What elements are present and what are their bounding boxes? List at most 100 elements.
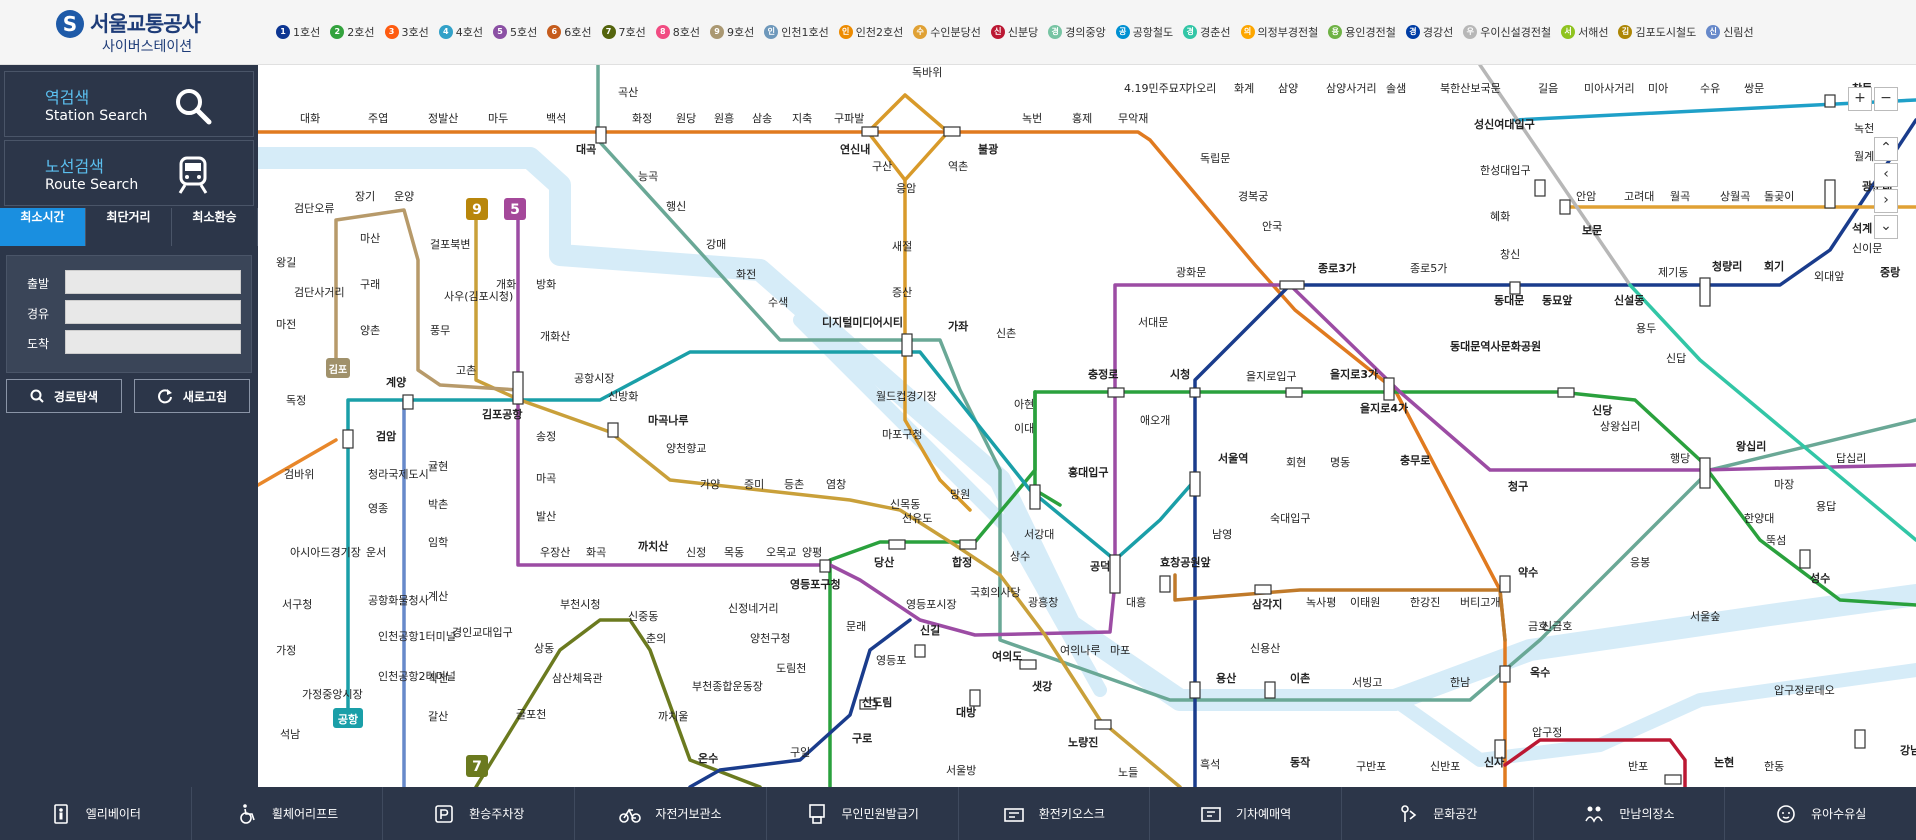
transfer-station-marker[interactable] [1854, 729, 1866, 749]
transfer-station-marker[interactable] [402, 394, 414, 410]
station-label[interactable]: 도림천 [776, 661, 806, 675]
station-label[interactable]: 효창공원앞 [1160, 555, 1211, 569]
transfer-station-marker[interactable] [901, 333, 913, 357]
station-label[interactable]: 종로5가 [1410, 262, 1447, 275]
station-label[interactable]: 박촌 [428, 498, 448, 511]
station-label[interactable]: 오목교 [766, 546, 796, 559]
station-label[interactable]: 신설동 [1614, 293, 1644, 307]
subway-map-canvas[interactable]: 9 5 김포 공항 7 대화주엽정발산마두백석대곡화정원당원흥삼송지축구파발연신… [258, 65, 1916, 787]
station-label[interactable]: 한성대입구 [1480, 164, 1531, 177]
station-label[interactable]: 강매 [706, 238, 726, 251]
station-label[interactable]: 월드컵경기장 [876, 390, 937, 403]
station-label[interactable]: 문래 [846, 620, 866, 633]
station-label[interactable]: 영종 [368, 502, 388, 515]
footer-item-elevator[interactable]: 엘리베이터 [0, 787, 192, 840]
station-label[interactable]: 무악재 [1118, 112, 1148, 125]
station-label[interactable]: 구산 [872, 160, 892, 173]
station-label[interactable]: 굴포천 [516, 707, 546, 721]
station-label[interactable]: 지축 [792, 112, 812, 125]
station-label[interactable]: 계산 [428, 590, 448, 603]
station-label[interactable]: 흑석 [1200, 757, 1220, 771]
station-label[interactable]: 청구 [1508, 479, 1528, 493]
station-label[interactable]: 장기 [355, 190, 375, 203]
station-label[interactable]: 고촌 [456, 364, 476, 377]
station-label[interactable]: 돌곶이 [1764, 190, 1794, 203]
station-label[interactable]: 녹번 [1022, 112, 1042, 125]
station-label[interactable]: 신사 [1484, 755, 1505, 769]
station-label[interactable]: 양천향교 [666, 441, 706, 455]
depart-input[interactable] [65, 270, 241, 294]
refresh-button[interactable]: 새로고침 [134, 379, 250, 413]
footer-item-bicycle[interactable]: 자전거보관소 [575, 787, 767, 840]
transfer-station-marker[interactable] [1499, 575, 1511, 593]
station-label[interactable]: 신이문 [1852, 242, 1882, 255]
station-label[interactable]: 왕십리 [1736, 439, 1766, 453]
station-label[interactable]: 중랑 [1880, 266, 1900, 279]
station-label[interactable]: 부천시청 [560, 597, 600, 611]
station-label[interactable]: 신금호 [1542, 620, 1572, 633]
station-label[interactable]: 용두 [1636, 322, 1656, 335]
station-label[interactable]: 경복궁 [1238, 190, 1268, 203]
station-label[interactable]: 걸포북변 [430, 238, 470, 251]
station-label[interactable]: 풍무 [430, 324, 450, 337]
transfer-station-marker[interactable] [888, 539, 906, 550]
station-label[interactable]: 구래 [360, 278, 380, 291]
station-label[interactable]: 금호 [1528, 620, 1548, 633]
transfer-station-marker[interactable] [914, 644, 926, 658]
station-label[interactable]: 한동 [1764, 760, 1784, 773]
station-label[interactable]: 검바위 [284, 468, 314, 481]
station-label[interactable]: 원당 [676, 112, 696, 125]
station-label[interactable]: 신중동 [628, 610, 658, 623]
station-label[interactable]: 명동 [1330, 456, 1350, 469]
station-label[interactable]: 우장산 [540, 546, 570, 559]
station-label[interactable]: 정발산 [428, 112, 458, 125]
station-label[interactable]: 마포 [1110, 644, 1130, 657]
station-label[interactable]: 옥수 [1530, 666, 1550, 679]
station-label[interactable]: 삼각지 [1252, 597, 1282, 611]
tab-min-time[interactable]: 최소시간 [0, 208, 86, 246]
station-label[interactable]: 귤현 [428, 460, 448, 473]
pan-down-button[interactable]: ⌄ [1874, 215, 1898, 239]
station-label[interactable]: 성수 [1810, 571, 1830, 585]
station-label[interactable]: 선유도 [902, 512, 932, 525]
station-label[interactable]: 서구청 [282, 598, 312, 611]
station-label[interactable]: 영등포 [876, 654, 906, 667]
station-label[interactable]: 마곡 [536, 472, 556, 485]
footer-item-meeting[interactable]: 만남의장소 [1534, 787, 1726, 840]
transfer-station-marker[interactable] [1534, 179, 1546, 197]
station-label[interactable]: 화계 [1234, 82, 1254, 95]
station-label[interactable]: 증미 [744, 478, 764, 491]
station-label[interactable]: 공덕 [1090, 559, 1110, 573]
transfer-station-marker[interactable] [1383, 377, 1395, 401]
station-label[interactable]: 곡산 [618, 86, 638, 99]
station-label[interactable]: 대방 [956, 705, 976, 719]
station-label[interactable]: 월곡 [1670, 190, 1690, 203]
station-label[interactable]: 충무로 [1400, 453, 1430, 467]
station-label[interactable]: 을지로입구 [1246, 370, 1297, 383]
station-label[interactable]: 회기 [1764, 259, 1784, 273]
station-label[interactable]: 뚝섬 [1766, 534, 1786, 547]
station-label[interactable]: 인천공항1터미널 [378, 629, 456, 643]
station-label[interactable]: 창신 [1500, 248, 1520, 261]
station-label[interactable]: 검단사거리 [294, 286, 345, 299]
station-label[interactable]: 가양 [700, 478, 720, 491]
station-label[interactable]: 동묘앞 [1542, 294, 1572, 307]
station-label[interactable]: 서강대 [1024, 528, 1054, 541]
station-label[interactable]: 회현 [1286, 456, 1306, 469]
station-label[interactable]: 온수 [698, 752, 718, 765]
station-label[interactable]: 국회의사당 [970, 586, 1021, 599]
transfer-station-marker[interactable] [1264, 681, 1276, 699]
transfer-station-marker[interactable] [1107, 387, 1125, 398]
station-label[interactable]: 청량리 [1712, 259, 1742, 273]
station-label[interactable]: 서울방 [946, 764, 976, 777]
station-label[interactable]: 4.19민주묘지 [1124, 82, 1189, 95]
station-search-button[interactable]: 역검색 Station Search [4, 71, 254, 137]
pan-right-button[interactable]: › [1874, 189, 1898, 213]
